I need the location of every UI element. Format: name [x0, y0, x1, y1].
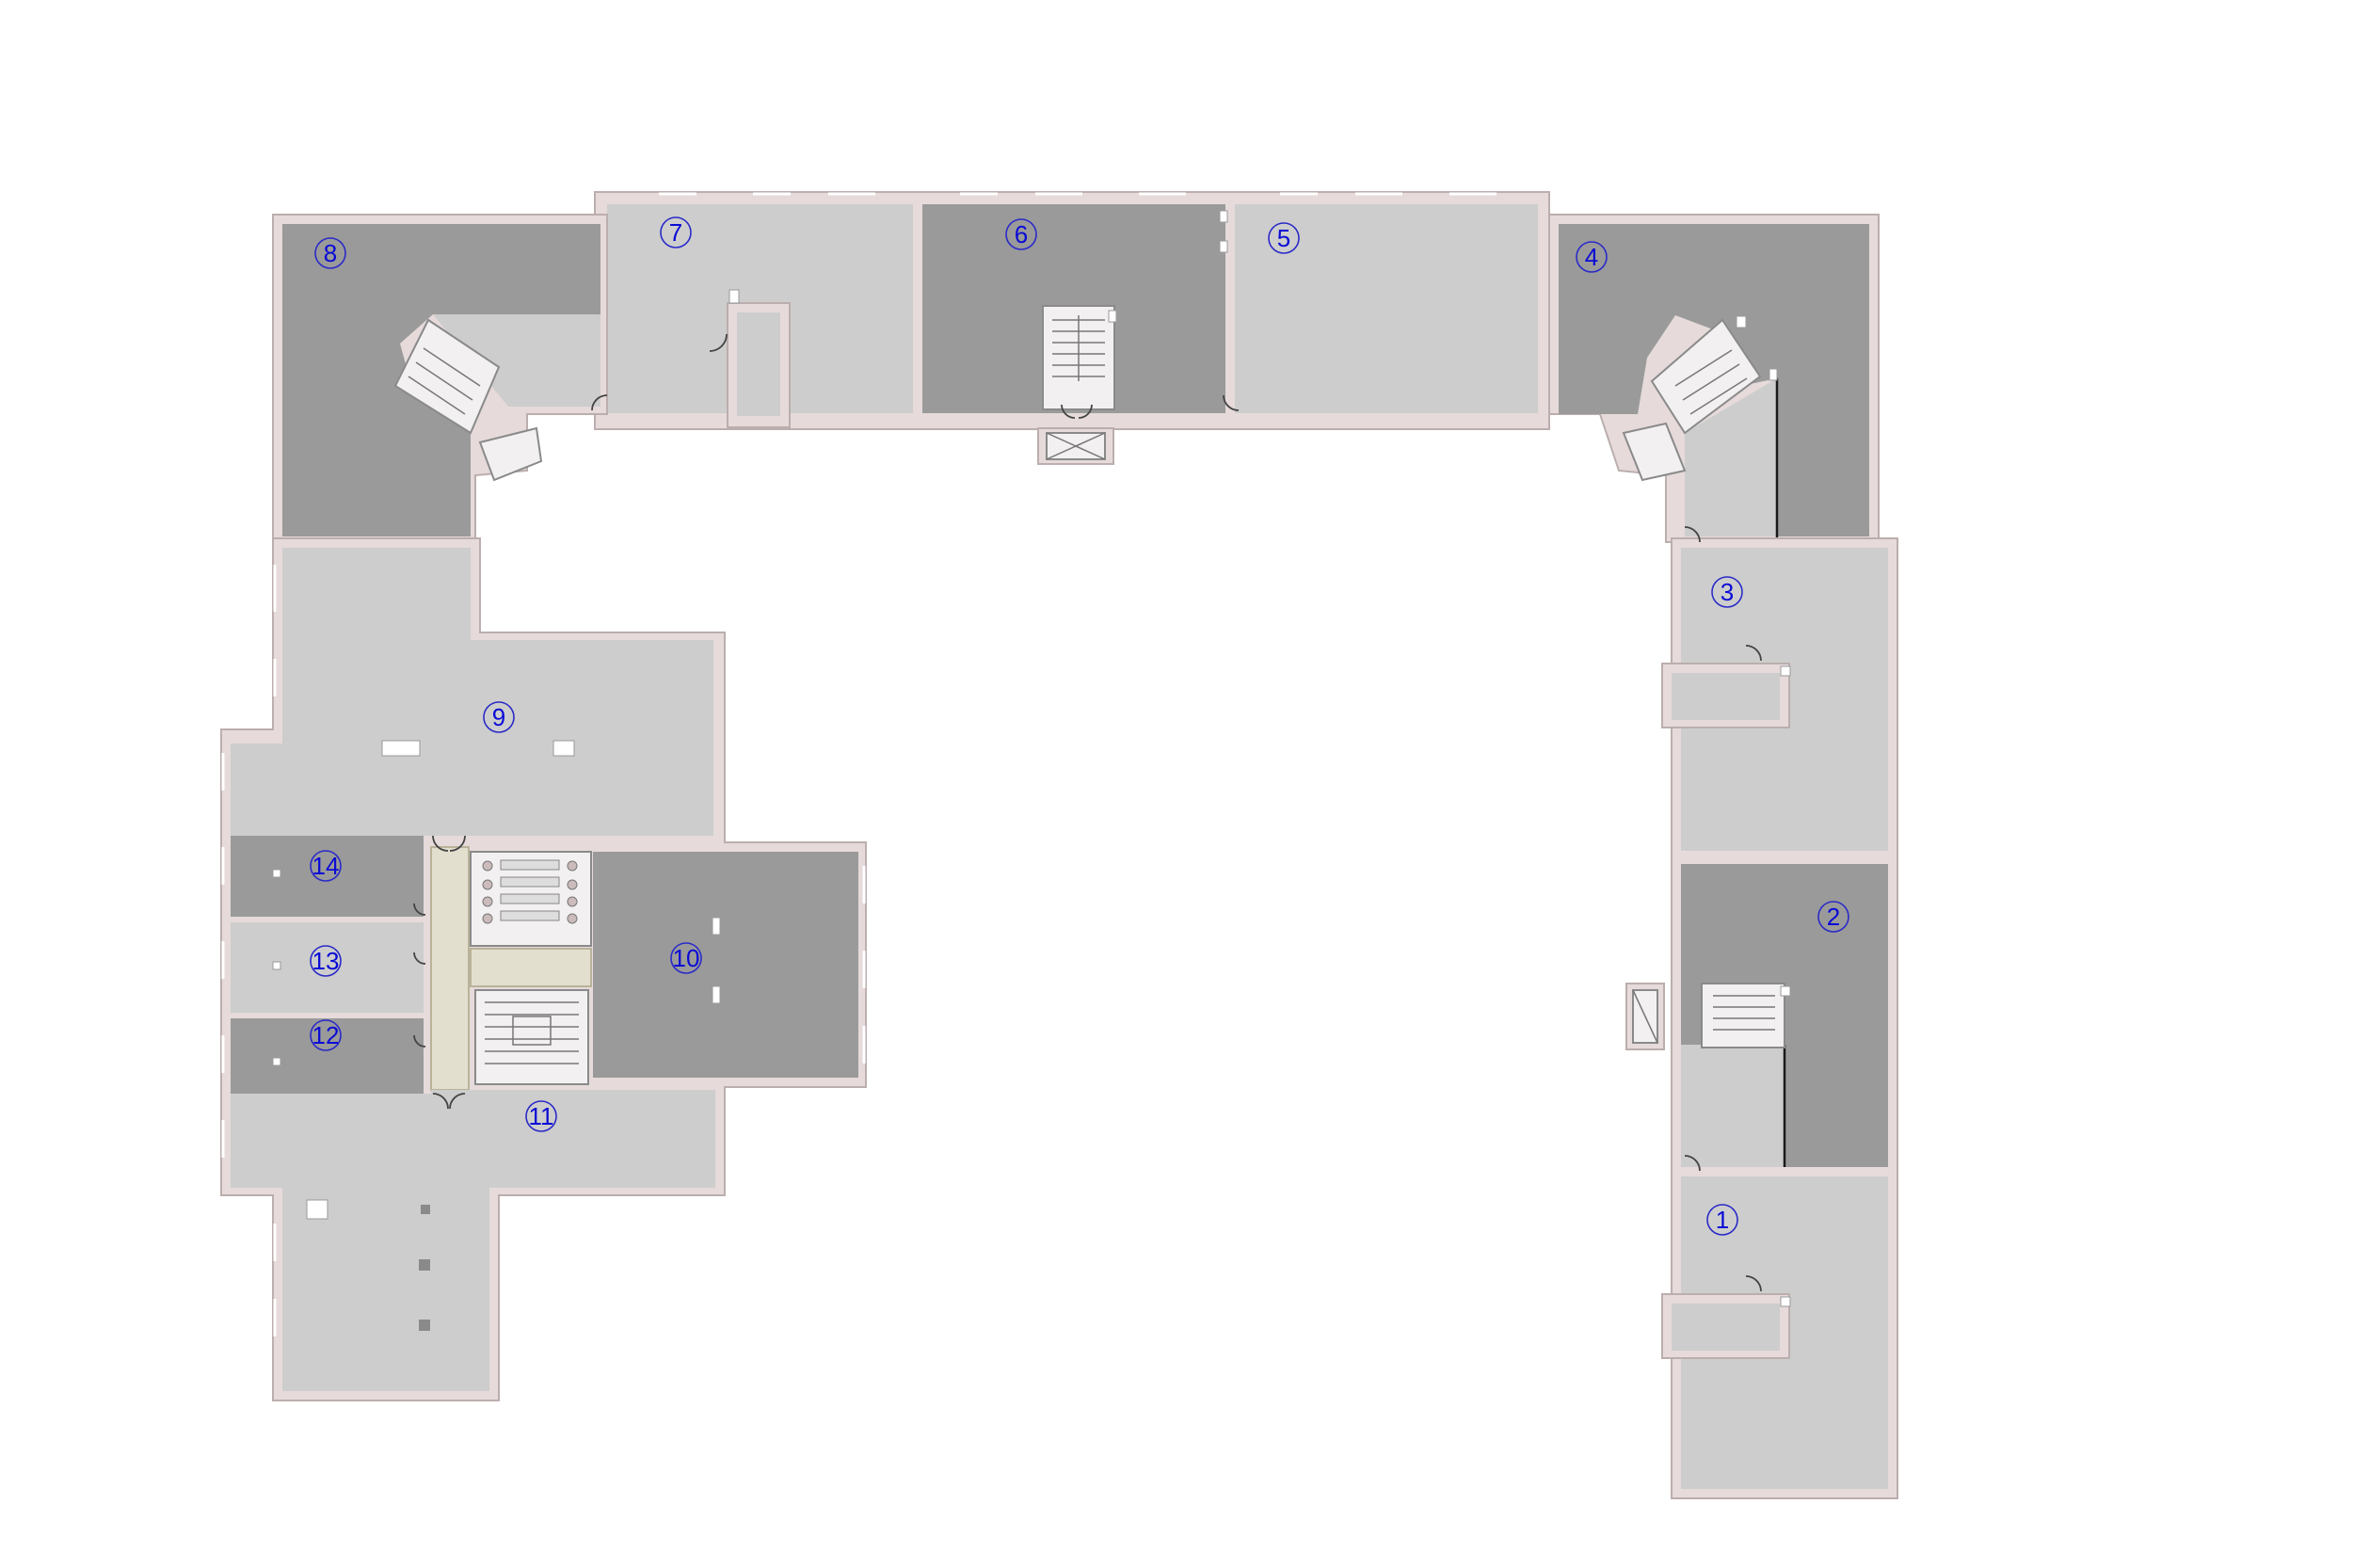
- columns: [272, 210, 1791, 1331]
- room-number: 9: [492, 703, 505, 731]
- room-marker-14[interactable]: 14: [310, 850, 342, 882]
- room-number: 7: [669, 218, 682, 247]
- room-14-area[interactable]: [231, 836, 424, 917]
- room-9-area[interactable]: [231, 548, 713, 836]
- room-4-area[interactable]: [1559, 224, 1869, 536]
- room-number: 11: [529, 1102, 554, 1130]
- stair-core-8: [393, 318, 501, 435]
- stair-core-4: [1650, 318, 1762, 435]
- room-marker-4[interactable]: 4: [1576, 241, 1608, 273]
- room-marker-2[interactable]: 2: [1817, 901, 1849, 933]
- room-markers: 1 2 3 4 5 6 7 8: [310, 216, 1849, 1236]
- room-number: 6: [1015, 220, 1028, 248]
- room-number: 8: [324, 239, 337, 267]
- room-5-area[interactable]: [1235, 204, 1538, 413]
- room-10-area[interactable]: [593, 852, 858, 1078]
- room-8-area[interactable]: [282, 224, 600, 536]
- room-marker-10[interactable]: 10: [670, 942, 702, 974]
- corridor-core: [430, 846, 470, 1091]
- room-marker-3[interactable]: 3: [1711, 576, 1743, 608]
- room-marker-7[interactable]: 7: [660, 216, 692, 248]
- top-left-wing: [272, 214, 608, 543]
- room-marker-9[interactable]: 9: [483, 701, 515, 733]
- room-number: 12: [312, 1021, 340, 1049]
- room-marker-1[interactable]: 1: [1706, 1204, 1738, 1236]
- room-marker-5[interactable]: 5: [1268, 222, 1300, 254]
- room-12-area[interactable]: [231, 1018, 424, 1094]
- room-marker-13[interactable]: 13: [310, 945, 342, 977]
- room-number: 4: [1585, 243, 1598, 271]
- room-13-area[interactable]: [231, 922, 424, 1013]
- doors: [413, 333, 1762, 1292]
- room-marker-12[interactable]: 12: [310, 1019, 342, 1051]
- room-11-area[interactable]: [231, 1090, 715, 1391]
- room-marker-6[interactable]: 6: [1005, 218, 1037, 250]
- room-number: 5: [1277, 224, 1290, 252]
- stair-core-10: [474, 989, 589, 1085]
- room-number: 10: [673, 944, 700, 972]
- room-number: 3: [1721, 578, 1734, 606]
- stair-core-2: [1701, 983, 1785, 1048]
- room-number: 13: [312, 947, 340, 975]
- right-wing: [1625, 537, 1898, 1499]
- top-wing: [594, 191, 1550, 465]
- room-marker-11[interactable]: 11: [525, 1100, 557, 1132]
- top-right-wing: [1548, 214, 1880, 543]
- room-number: 1: [1716, 1206, 1729, 1234]
- room-number: 14: [312, 852, 340, 880]
- room-number: 2: [1827, 903, 1840, 931]
- room-marker-8[interactable]: 8: [314, 237, 346, 269]
